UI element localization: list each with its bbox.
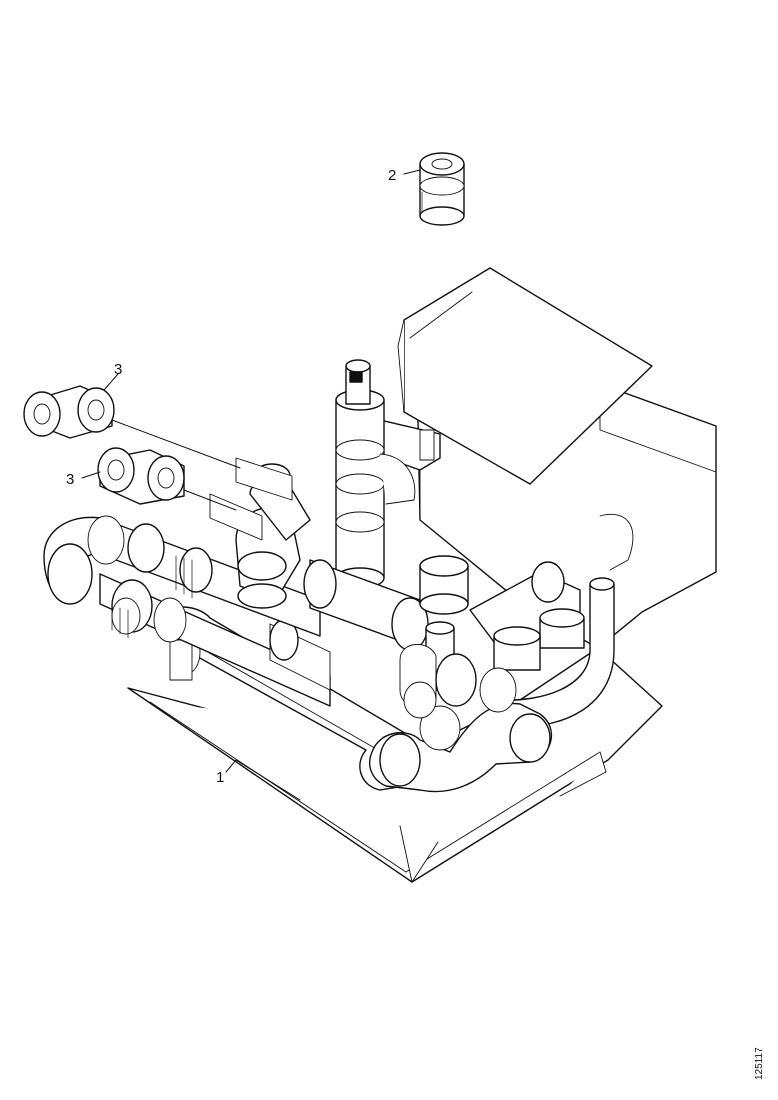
fitting-part-3-upper: [23, 385, 115, 439]
drawing-reference-number: 125117: [754, 1047, 765, 1080]
leader-lines: [81, 169, 421, 801]
callout-label-3-lower: 3: [66, 471, 74, 488]
small-cylinders: [493, 608, 585, 671]
callout-label-2: 2: [388, 167, 396, 184]
callout-label-3-upper: 3: [114, 361, 122, 378]
callout-label-1: 1: [216, 769, 224, 786]
fitting-part-3-lower: [97, 447, 185, 505]
s-pipe: [368, 621, 553, 793]
gauge-cylinder: [419, 555, 469, 615]
cover-plate: [397, 267, 653, 485]
coupling-part-2: [419, 152, 465, 226]
valve-assembly: [209, 457, 311, 609]
